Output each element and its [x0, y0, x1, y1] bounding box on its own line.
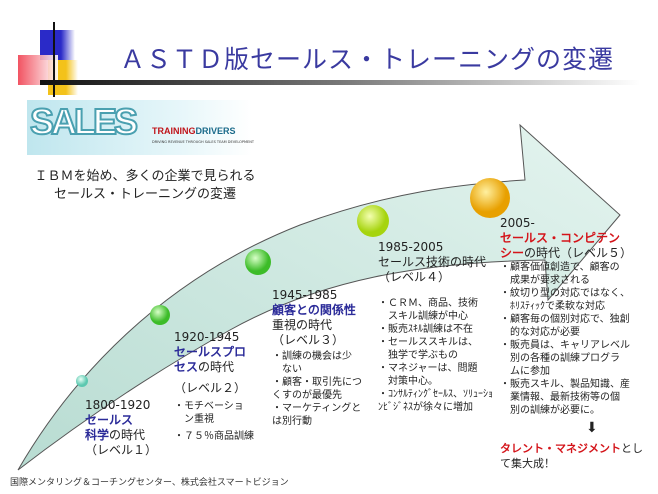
bullet: ・顧客・取引先につ	[272, 377, 362, 388]
logo-training: TRAINING	[152, 126, 196, 136]
era-highlight: セールスプロ	[174, 345, 247, 359]
era-2: 1920-1945 セールスプロ セスの時代 （レベル２） ・モチベーショ ン重…	[174, 330, 254, 443]
milestone-dot-5	[470, 178, 510, 218]
bullet: ・紋切り型の対応ではなく、	[500, 288, 630, 299]
era-label: 重視の時代	[272, 318, 333, 332]
bullet: ムに参加	[500, 366, 550, 377]
bullet: 業情報、最新技術等の個	[500, 392, 620, 403]
bullet: ・マネジャーは、問題	[378, 363, 478, 374]
era-highlight: 科学	[85, 428, 110, 442]
conclusion-text: て集大成！	[500, 457, 555, 470]
era-years: 1800-1920	[85, 398, 151, 412]
era-highlight: セス	[174, 360, 199, 374]
logo-drivers: DRIVERS	[195, 126, 236, 136]
bullet: ・顧客価値創造で、顧客の	[500, 262, 620, 273]
era-level: （レベル２）	[174, 381, 247, 395]
bullet: 独学で学ぶもの	[378, 350, 458, 361]
subtitle-line: ＩＢＭを始め、多くの企業で見られる	[34, 169, 256, 184]
bullet: ン重視	[174, 414, 214, 425]
bullet: ・ＣＲＭ、商品、技術	[378, 298, 478, 309]
era-highlight: 顧客との関係性	[272, 303, 356, 317]
bullet: は別行動	[272, 416, 312, 427]
title-rule	[40, 80, 640, 85]
era-years: 1920-1945	[174, 330, 240, 344]
bullet: 別の各種の訓練プログラ	[500, 353, 620, 364]
bullet: ・モチベーショ	[174, 401, 244, 412]
logo-sales: SALES	[29, 100, 139, 143]
era-level: （レベル３）	[272, 333, 345, 347]
bullet: ・販売スキル、製品知識、産	[500, 379, 630, 390]
bullet: ・販売員は、キャリアレベル	[500, 340, 630, 351]
milestone-dot-1	[76, 375, 88, 387]
era-highlight: セールス	[85, 413, 134, 427]
bullet: ・ｺﾝｻﾙﾃｨﾝｸﾞｾｰﾙｽ、ｿﾘｭｰｼｮﾝﾋﾞｼﾞﾈｽが徐々に増加	[378, 389, 493, 413]
era-3: 1945-1985 顧客との関係性 重視の時代 （レベル３） ・訓練の機会は少 …	[272, 288, 362, 428]
logo-training-drivers: TRAININGDRIVERS	[152, 126, 236, 136]
sales-training-drivers-logo: SALES TRAININGDRIVERS DRIVING REVENUE TH…	[27, 100, 254, 155]
bullet: ・顧客毎の個別対応で、独創	[500, 314, 630, 325]
era-level: （レベル４）	[378, 270, 451, 284]
era-highlight: シー	[500, 246, 525, 260]
era-4: 1985-2005 セールス技術の時代 （レベル４） ・ＣＲＭ、商品、技術 スキ…	[378, 240, 496, 414]
conclusion: タレント・マネジメントとし て集大成！	[500, 441, 643, 471]
conclusion-highlight: タレント・マネジメント	[500, 442, 621, 455]
milestone-dot-4	[357, 205, 389, 237]
bullet: 的な対応が必要	[500, 327, 580, 338]
bullet: くすのが最優先	[272, 390, 342, 401]
era-1: 1800-1920 セールス 科学の時代 （レベル１）	[85, 398, 157, 458]
era-label: の時代（レベル５）	[524, 246, 633, 260]
bullet: 成果が要求される	[500, 275, 590, 286]
down-arrow-icon: ⬇	[586, 420, 598, 436]
bullet: ない	[272, 364, 302, 375]
era-years: 1985-2005	[378, 240, 444, 254]
bullet: ﾎﾘｽﾃｨｯｸで柔軟な対応	[500, 301, 605, 312]
bullet: ・訓練の機会は少	[272, 351, 352, 362]
era-label: の時代	[198, 360, 235, 374]
era-label: の時代	[109, 428, 146, 442]
bullet: 別の訓練が必要に。	[500, 405, 600, 416]
era-years: 1945-1985	[272, 288, 338, 302]
era-level: （レベル１）	[85, 443, 158, 457]
bullet: 対策中心。	[378, 376, 438, 387]
bullet: ・セールススキルは、	[378, 337, 478, 348]
era-years: 2005-	[500, 216, 535, 230]
bullet: ・販売ｽｷﾙ訓練は不在	[378, 324, 473, 335]
bullet: ・マーケティングと	[272, 403, 362, 414]
slide-title: ＡＳＴＤ版セールス・トレーニングの変遷	[120, 45, 615, 74]
footer-credit: 国際メンタリング＆コーチングセンター、株式会社スマートビジョン	[10, 478, 289, 488]
subtitle-line: セールス・トレーニングの変遷	[53, 187, 236, 202]
subtitle: ＩＢＭを始め、多くの企業で見られる セールス・トレーニングの変遷	[30, 168, 260, 204]
logo-tagline: DRIVING REVENUE THROUGH SALES TEAM DEVEL…	[152, 140, 254, 144]
deco-vertical-line	[53, 22, 55, 97]
milestone-dot-3	[245, 249, 271, 275]
bullet: スキル訓練が中心	[378, 311, 468, 322]
era-5: 2005- セールス・コンピテン シーの時代（レベル５） ・顧客価値創造で、顧客…	[500, 216, 632, 417]
era-highlight: セールス・コンピテン	[500, 231, 621, 245]
era-label: セールス技術の時代	[378, 255, 487, 269]
milestone-dot-2	[150, 305, 170, 325]
conclusion-text: とし	[621, 442, 643, 455]
bullet: ・７５％商品訓練	[174, 431, 254, 442]
